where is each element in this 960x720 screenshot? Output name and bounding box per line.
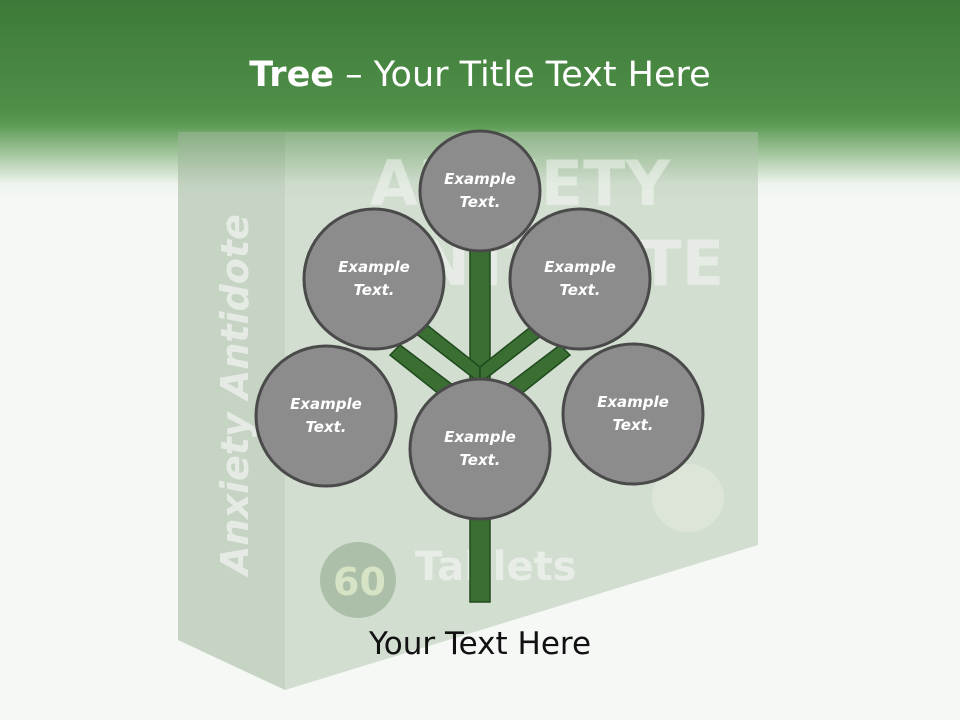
node-upper-left [302,207,446,351]
pill-icon [652,464,724,532]
box-side-text: Anxiety Antidote [213,214,257,578]
footer-text: Your Text Here [368,626,592,662]
box-count-number: 60 [333,560,386,604]
box-count-label: Tablets [415,544,577,590]
node-lower-right [561,342,705,486]
slide-title: Tree – Your Title Text Here [249,55,711,95]
node-top [418,129,542,253]
node-center [408,377,552,521]
node-lower-left [254,344,398,488]
node-upper-right [508,207,652,351]
